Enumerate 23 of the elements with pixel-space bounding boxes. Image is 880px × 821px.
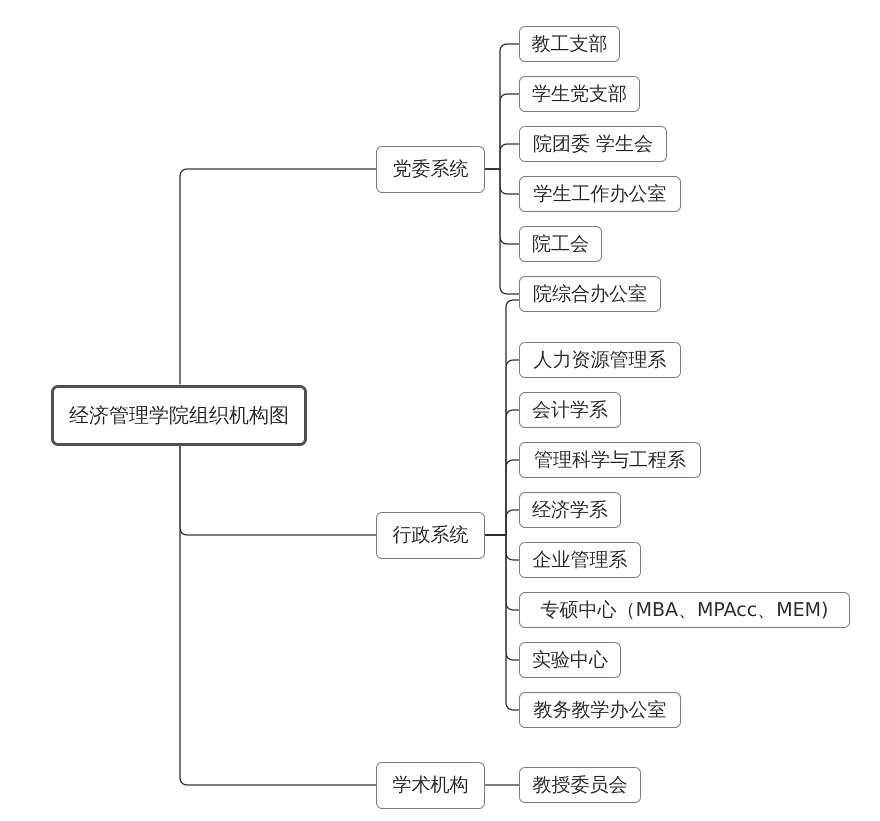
connector-line	[179, 168, 376, 384]
leaf-box: 企业管理系	[519, 542, 641, 578]
leaf-box: 管理科学与工程系	[519, 442, 701, 478]
leaf-box: 教务教学办公室	[519, 692, 681, 728]
leaf-box: 教工支部	[519, 26, 620, 62]
leaf-box: 院团委 学生会	[519, 126, 667, 162]
connector-line	[485, 784, 519, 786]
root-box: 经济管理学院组织机构图	[51, 384, 307, 446]
branch-box: 行政系统	[376, 512, 485, 558]
connector-line	[485, 168, 519, 295]
leaf-box: 经济学系	[519, 492, 621, 528]
leaf-box: 院综合办公室	[519, 276, 661, 312]
leaf-box: 会计学系	[519, 392, 621, 428]
leaf-box: 教授委员会	[519, 767, 641, 803]
leaf-box: 实验中心	[519, 642, 621, 678]
leaf-box: 专硕中心（MBA、MPAcc、MEM)	[519, 592, 850, 628]
leaf-box: 学生党支部	[519, 76, 640, 112]
leaf-box: 人力资源管理系	[519, 342, 681, 378]
leaf-box: 学生工作办公室	[519, 176, 681, 212]
branch-box: 学术机构	[376, 762, 485, 808]
branch-box: 党委系统	[376, 146, 485, 192]
leaf-box: 院工会	[519, 226, 602, 262]
connector-line	[179, 446, 376, 786]
